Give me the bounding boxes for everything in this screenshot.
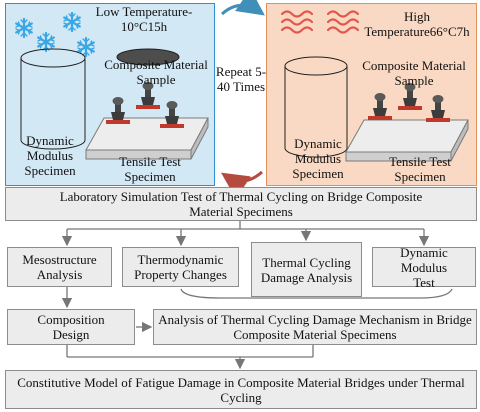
repeat-label: Repeat 5-40 Times: [215, 64, 267, 94]
cylinder-icon: [284, 56, 348, 158]
composition-design-box: Composition Design: [7, 309, 135, 345]
simulation-test-box: Laboratory Simulation Test of Thermal Cy…: [5, 187, 477, 221]
cycle-arrow-back: [221, 170, 263, 199]
composite-disc-icon: [116, 48, 180, 66]
mechanism-analysis-box: Analysis of Thermal Cycling Damage Mecha…: [153, 309, 477, 345]
constitutive-model-box: Constitutive Model of Fatigue Damage in …: [5, 370, 477, 409]
cold-composite-label: Composite Material Sample: [104, 57, 208, 87]
cycle-arrow-forward: [221, 0, 265, 16]
hot-dynamic-label: Dynamic Modulus Specimen: [292, 136, 344, 181]
dynamic-modulus-test-box: Dynamic Modulus Test: [372, 245, 476, 290]
heat-wave-icon: [280, 10, 360, 34]
cold-tensile-label: Tensile Test Specimen: [119, 154, 181, 184]
mesostructure-box: Mesostructure Analysis: [7, 247, 112, 287]
cold-dynamic-label: Dynamic Modulus Specimen: [24, 133, 76, 178]
hot-temperature-label: High Temperature66°C7h: [364, 9, 470, 39]
hot-tensile-label: Tensile Test Specimen: [389, 154, 451, 184]
connector-lines: [61, 221, 453, 370]
damage-analysis-box: Thermal Cycling Damage Analysis: [251, 242, 362, 297]
snowflake-icon: [14, 11, 96, 58]
tensile-plate-icon: [345, 83, 469, 162]
hot-composite-label: Composite Material Sample: [362, 58, 466, 88]
tensile-plate-icon: [85, 82, 209, 160]
cylinder-icon: [20, 48, 86, 150]
thermodynamic-box: Thermodynamic Property Changes: [122, 247, 239, 287]
cold-temperature-label: Low Temperature-10°C15h: [95, 4, 193, 34]
